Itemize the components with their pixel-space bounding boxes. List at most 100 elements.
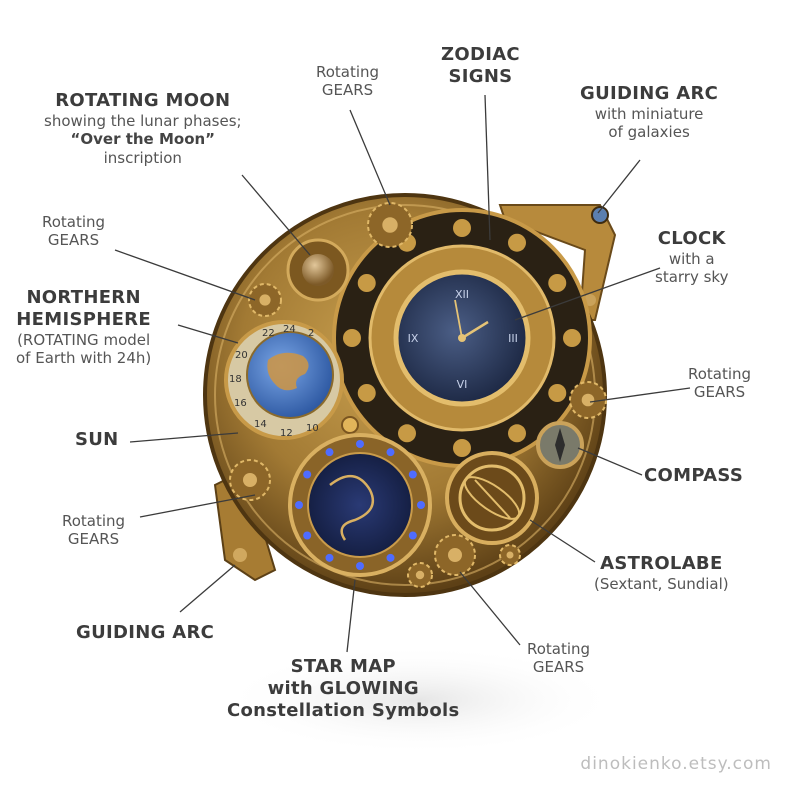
numeral-xii: XII [455,288,469,301]
hour-18: 18 [229,374,242,385]
leader-lines [114,94,691,653]
label-guiding-arc-top-title: GUIDING ARC [580,83,719,104]
label-gears-bottom-line1: Rotating [527,640,591,658]
leader-gears-bottom [459,571,521,646]
label-star-map-line2: with GLOWING [267,677,419,699]
zodiac-sign-figure [548,274,567,292]
label-hemisphere-line4: of Earth with 24h) [16,349,152,368]
label-astrolabe: ASTROLABE (Sextant, Sundial) [594,553,729,593]
label-guiding-arc-top-line1: with miniature [594,104,704,123]
leader-star-map [346,579,356,653]
label-compass-title: COMPASS [644,465,744,486]
moon [302,254,334,286]
gear [248,283,282,317]
label-gears-top-line1: Rotating [316,63,380,81]
leader-gears-right [589,387,691,403]
hour-16: 16 [234,398,247,409]
leader-gears-left-top [114,249,256,301]
label-zodiac: ZODIAC SIGNS [441,44,520,88]
leader-zodiac [484,94,491,241]
label-star-map: STAR MAP with GLOWING Constellation Symb… [227,656,460,722]
hour-10: 10 [306,423,319,434]
label-gears-top-line2: GEARS [321,81,374,100]
glowing-constellation-symbol [386,448,395,457]
label-guiding-arc-bottom: GUIDING ARC [76,622,214,644]
glowing-constellation-symbol [303,531,312,540]
leader-gears-top [349,109,391,206]
label-gears-left-bottom: Rotating GEARS [62,512,125,549]
label-gears-right-line1: Rotating [688,365,752,383]
label-astrolabe-line1: (Sextant, Sundial) [594,574,729,593]
label-star-map-line1: STAR MAP [290,656,396,677]
zodiac-sign-figure [453,439,471,457]
hemisphere-dial: 22 24 2 20 18 16 14 12 10 [224,320,344,440]
label-moon-title: ROTATING MOON [55,90,231,111]
glowing-constellation-symbol [295,501,303,509]
numeral-vi: VI [457,378,468,391]
leader-gears-left-bottom [139,494,256,518]
label-gears-left-bottom-line1: Rotating [62,512,126,530]
continent-map [267,352,309,391]
label-guiding-arc-top-line2: of galaxies [608,123,690,142]
gear [569,381,607,419]
zodiac-sign-figure [508,424,526,443]
label-clock: CLOCK with a starry sky [655,228,728,287]
label-guiding-arc-top: GUIDING ARC with miniature of galaxies [580,83,718,142]
label-zodiac-line2: SIGNS [448,65,513,87]
label-star-map-line3: Constellation Symbols [227,699,460,721]
gear [229,459,271,501]
leader-clock [514,267,661,321]
clock-hand-hour [461,320,489,340]
zodiac-sign-figure [453,219,471,237]
label-compass: COMPASS [644,465,743,487]
gear [367,202,413,248]
label-gears-right-line2: GEARS [693,383,746,402]
gear-clusters [229,202,607,588]
gear [499,544,521,566]
leader-guiding-arc-bottom [179,564,236,613]
zodiac-sign-figure [398,424,416,443]
label-astrolabe-title: ASTROLABE [600,553,723,574]
glowing-constellation-symbol [408,531,417,540]
hour-24: 24 [283,324,296,335]
glowing-constellation-symbol [356,562,364,570]
clock-hand-minute [454,299,463,339]
constellation-figure [329,475,375,541]
sun [341,416,359,434]
numeral-iii: III [508,332,518,345]
label-hemisphere-line2: HEMISPHERE [16,308,151,330]
hour-20: 20 [235,350,248,361]
label-clock-line2: starry sky [655,268,729,287]
leader-sun [129,432,239,443]
hour-14: 14 [254,419,267,430]
astrolabe-dial [445,451,539,545]
glowing-constellation-symbol [386,553,395,562]
leader-hemisphere [177,324,239,344]
label-hemisphere-line3: (ROTATING model [17,330,151,349]
zodiac-sign-figure [548,384,567,402]
glowing-constellation-symbol [303,470,312,479]
zodiac-sign-figure [343,329,361,347]
gear [434,534,476,576]
clock-dial: XII III VI IX [393,269,531,407]
zodiac-sign-figure [508,233,526,252]
zodiac-sign-figure [563,329,581,347]
leader-moon [241,174,311,256]
label-clock-line1: with a [668,249,715,268]
zodiac-sign-figure [357,384,376,402]
label-gears-left-top-line1: Rotating [42,213,106,231]
hour-2: 2 [308,328,314,339]
label-clock-title: CLOCK [657,228,726,249]
leader-guiding-arc-top [597,159,641,214]
glowing-constellation-symbol [417,501,425,509]
label-gears-left-bottom-line2: GEARS [67,530,120,549]
glowing-constellation-symbol [356,440,364,448]
label-zodiac-line1: ZODIAC [441,44,520,65]
leader-astrolabe [529,519,596,563]
label-moon-line1: showing the lunar phases; [44,111,242,130]
label-gears-left-top-line2: GEARS [47,231,100,250]
label-guiding-arc-bottom-title: GUIDING ARC [76,622,215,643]
label-gears-left-top: Rotating GEARS [42,213,105,250]
label-moon-line2: “Over the Moon” [70,130,216,149]
